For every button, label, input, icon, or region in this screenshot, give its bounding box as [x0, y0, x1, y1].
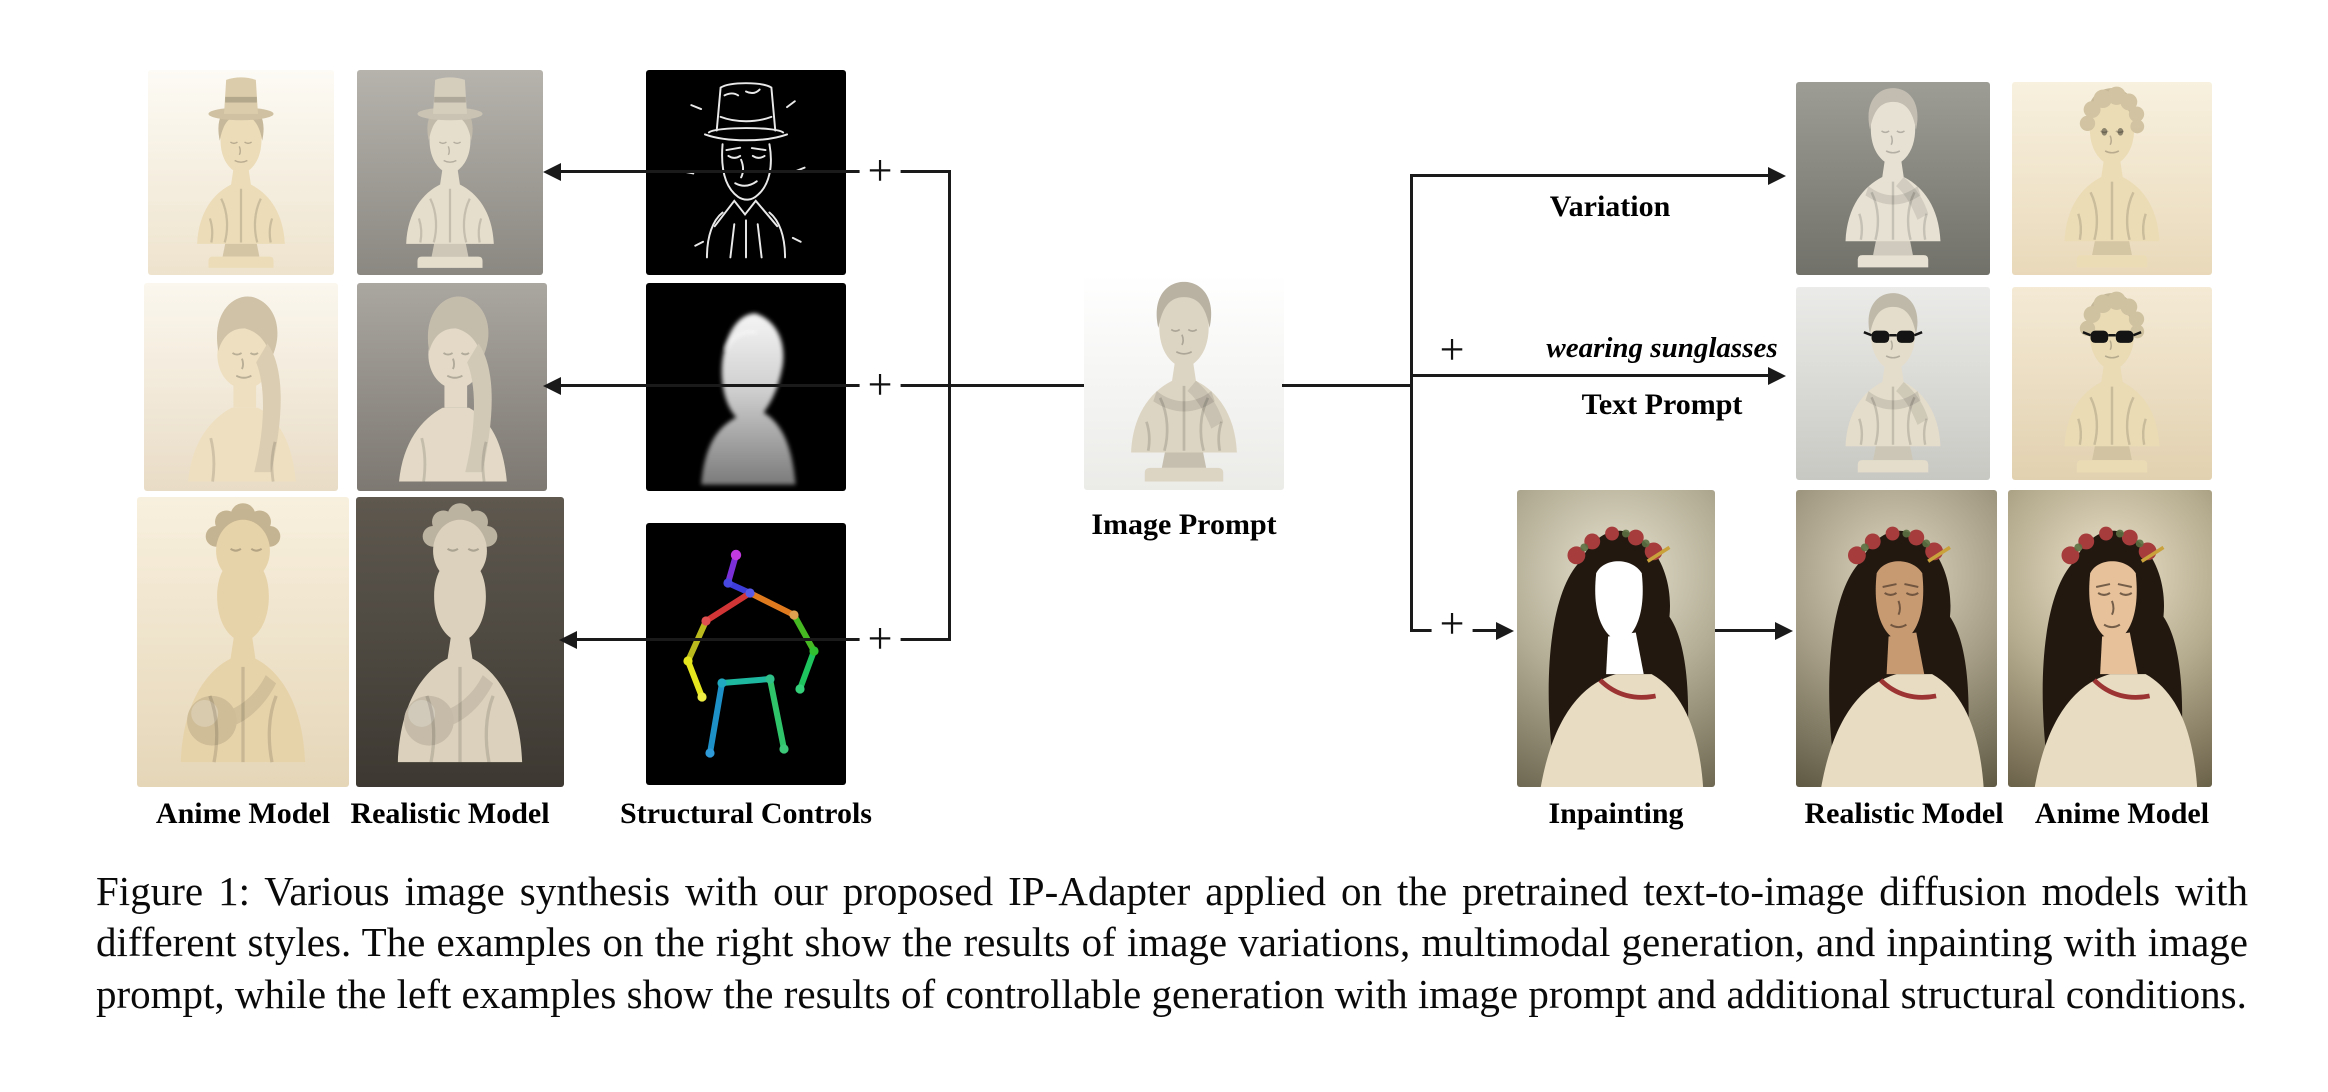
classical-bust-art — [1084, 275, 1284, 490]
anime-lady-portrait-art — [2008, 490, 2212, 787]
figure-caption: Figure 1: Various image synthesis with o… — [96, 868, 2248, 1017]
anime-model-left-label: Anime Model — [155, 797, 331, 830]
text-prompt-label: Text Prompt — [1581, 388, 1743, 421]
right-bus-line — [1410, 174, 1413, 632]
prompt-to-bus-line — [1282, 384, 1412, 387]
flow-line-row1 — [560, 170, 950, 173]
realistic-model-right-label: Realistic Model — [1804, 797, 2004, 830]
statue-with-sphere-art — [179, 501, 307, 764]
arrowhead-row1 — [543, 163, 561, 181]
inpainting-line-2 — [1715, 629, 1775, 632]
realistic-veil-image — [357, 283, 547, 491]
inpainting-anime-image — [2008, 490, 2212, 787]
flow-line-row3 — [576, 638, 950, 641]
bus-to-prompt-line — [948, 384, 1086, 387]
variation-realistic-image — [1796, 82, 1990, 275]
plus-sign-pose: + — [859, 617, 901, 661]
realistic-tophat-image — [357, 70, 543, 275]
sunglasses-anime-image — [2012, 287, 2212, 480]
arrowhead-row2 — [543, 377, 561, 395]
depth-map-art — [646, 283, 846, 491]
tophat-bust-art — [148, 70, 334, 275]
bust-with-sunglasses-art — [1796, 287, 1990, 480]
anime-tophat-image — [148, 70, 334, 275]
veil-portrait-art — [397, 295, 509, 483]
flow-line-row2 — [560, 384, 950, 387]
plus-sign-inpainting: + — [1431, 602, 1473, 646]
variation-anime-image — [2012, 82, 2212, 275]
openpose-skeleton-art — [646, 523, 846, 785]
lady-portrait-art — [1796, 490, 1997, 787]
depth-map-image — [646, 283, 846, 491]
wearing-sunglasses-label: wearing sunglasses — [1546, 332, 1778, 364]
left-bus-line — [948, 170, 951, 641]
anime-bust-with-sunglasses-art — [2012, 287, 2212, 480]
inpainting-label: Inpainting — [1548, 797, 1684, 830]
tophat-bust-art — [357, 70, 543, 275]
statue-with-sphere-art — [396, 501, 524, 764]
classical-bust-art — [1796, 82, 1990, 275]
anime-bust-art — [2012, 82, 2212, 275]
anime-model-right-label: Anime Model — [2034, 797, 2210, 830]
arrowhead-row3 — [559, 631, 577, 649]
realistic-model-left-label: Realistic Model — [350, 797, 550, 830]
image-prompt-label: Image Prompt — [1091, 508, 1277, 541]
sunglasses-realistic-image — [1796, 287, 1990, 480]
inpainting-masked-image — [1517, 490, 1715, 787]
image-prompt-image — [1084, 275, 1284, 490]
inpainting-realistic-image — [1796, 490, 1997, 787]
veil-portrait-art — [186, 295, 298, 483]
inpainting-arrowhead-2 — [1775, 622, 1793, 640]
structural-controls-label: Structural Controls — [620, 797, 872, 830]
anime-statue-ball-image — [137, 497, 349, 787]
openpose-image — [646, 523, 846, 785]
plus-sign-depth: + — [859, 363, 901, 407]
anime-veil-image — [144, 283, 338, 491]
text-prompt-arrowhead — [1768, 367, 1786, 385]
variation-label: Variation — [1549, 190, 1671, 223]
variation-arrowhead — [1768, 167, 1786, 185]
masked-lady-portrait-art — [1517, 490, 1715, 787]
plus-sign-canny: + — [859, 149, 901, 193]
plus-sign-text-prompt: + — [1431, 328, 1473, 372]
text-prompt-line — [1410, 374, 1768, 377]
inpainting-arrowhead-1 — [1496, 622, 1514, 640]
variation-line — [1410, 174, 1768, 177]
realistic-statue-ball-image — [356, 497, 564, 787]
